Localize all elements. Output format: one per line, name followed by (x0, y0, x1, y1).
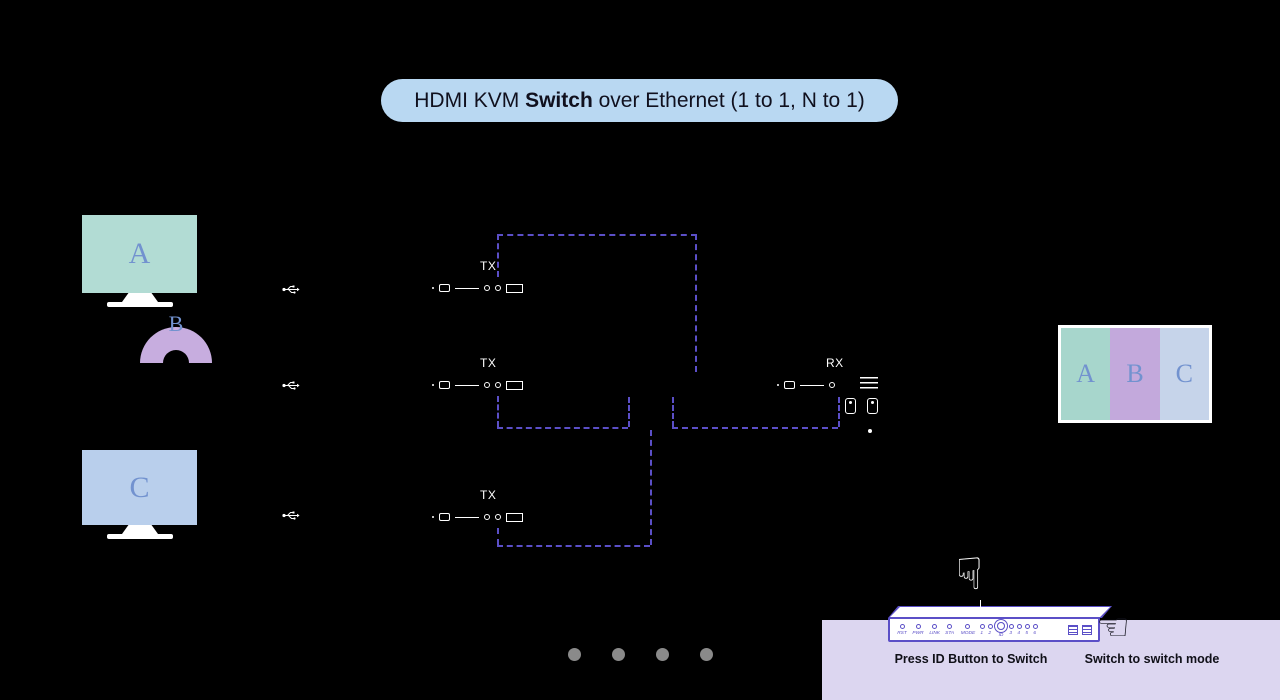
tx2-label: TX (480, 356, 497, 370)
tx-port-details (484, 382, 490, 388)
id-button: ID (996, 621, 1006, 638)
carousel-dot-4[interactable] (700, 648, 713, 661)
switch-front-panel: RST PWR LINK STA MODE 1 2 ID 3 4 5 6 (888, 617, 1100, 642)
rx-port-details (800, 384, 824, 386)
tx-port-details (439, 381, 450, 389)
usb-port-icon (845, 398, 856, 414)
title-text-before: HDMI KVM (414, 89, 526, 112)
tx-port-details (495, 285, 501, 291)
press-hand-icon: ☟ (956, 549, 983, 600)
led-sta: STA (944, 623, 955, 636)
tx3-label: TX (480, 488, 497, 502)
carousel-dot-1[interactable] (568, 648, 581, 661)
switch-top-face-fill (890, 607, 1110, 617)
tx-unit-2 (425, 374, 545, 396)
tx-port-details (455, 384, 479, 386)
tx-port-details (484, 285, 490, 291)
led-link: LINK (928, 623, 941, 636)
cat5e-dashed-cable (650, 430, 652, 545)
tx-port-details (432, 287, 434, 289)
caption-switch-mode: Switch to switch mode (1084, 652, 1220, 666)
dip-switch-icon (1082, 624, 1092, 635)
tx-port-details (455, 516, 479, 518)
tx-port-details (506, 512, 523, 522)
led-1: 1 (979, 623, 985, 636)
tx-port-details (495, 382, 501, 388)
output-b-letter: B (1126, 359, 1144, 388)
monitor-a-stand (122, 293, 158, 302)
source-a-letter: A (128, 237, 151, 270)
source-c-letter: C (129, 470, 150, 504)
rx-port-details (829, 382, 835, 388)
tx-port-details (432, 516, 434, 518)
source-monitor-a: A (82, 215, 197, 293)
point-hand-icon: ☜ (1096, 605, 1131, 649)
tx-port-details (506, 283, 523, 293)
output-band-a: A (1061, 328, 1111, 420)
tx-port-details (439, 284, 450, 292)
cat5e-dashed-cable (497, 528, 499, 545)
vent-grille-icon (860, 377, 878, 392)
rx-label: RX (826, 356, 844, 370)
cat5e-dashed-cable (497, 234, 697, 236)
source-b-letter: B (168, 311, 184, 336)
monitor-a-base (107, 302, 173, 307)
tx-port-details (484, 514, 490, 520)
tx1-label: TX (480, 259, 497, 273)
title-text-bold: Switch (525, 89, 593, 112)
title-text-after: over Ethernet (1 to 1, N to 1) (592, 89, 865, 112)
led-5: 5 (1024, 623, 1030, 636)
carousel-dot-2[interactable] (612, 648, 625, 661)
disc-hole (163, 350, 189, 363)
press-indicator-line (980, 600, 981, 616)
led-6: 6 (1032, 623, 1038, 636)
source-monitor-c: C (82, 450, 197, 525)
rx-port-details (784, 381, 795, 389)
output-band-b: B (1110, 328, 1160, 420)
title-banner: HDMI KVM Switch over Ethernet (1 to 1, N… (381, 79, 898, 122)
cat5e-dashed-cable (695, 234, 697, 372)
cat5e-dashed-cable (838, 397, 840, 427)
cat5e-dashed-cable (497, 234, 499, 277)
led-2: 2 (987, 623, 993, 636)
tx-port-details (432, 384, 434, 386)
usb-port-icon (867, 398, 878, 414)
usb-icon (282, 285, 300, 294)
rx-port-details (777, 384, 779, 386)
output-band-c: C (1159, 328, 1209, 420)
tx-unit-1 (425, 277, 545, 299)
output-monitor: A B C (1058, 325, 1212, 423)
usb-icon (282, 381, 300, 390)
cat5e-dashed-cable (672, 397, 674, 427)
carousel-dot-3[interactable] (656, 648, 669, 661)
led-rst: RST (896, 623, 908, 636)
tx-port-details (495, 514, 501, 520)
cat5e-dashed-cable (497, 427, 628, 429)
cat5e-dashed-cable (497, 396, 499, 427)
tx-port-details (439, 513, 450, 521)
led-mode: MODE (959, 623, 977, 636)
caption-press-id: Press ID Button to Switch (894, 652, 1048, 666)
cat5e-dashed-cable (672, 427, 838, 429)
cat5e-dashed-cable (628, 397, 630, 427)
led-4: 4 (1016, 623, 1022, 636)
usb-icon (282, 511, 300, 520)
dip-switch-group (1068, 624, 1092, 635)
power-led-dot (868, 429, 872, 433)
led-3: 3 (1008, 623, 1014, 636)
tx-port-details (506, 380, 523, 390)
tx-port-details (455, 287, 479, 289)
cat5e-dashed-cable (497, 545, 650, 547)
source-disc-b: B (140, 311, 212, 363)
output-a-letter: A (1076, 359, 1096, 388)
dip-switch-icon (1068, 624, 1078, 635)
led-pwr: PWR (911, 623, 925, 636)
monitor-c-base (107, 534, 173, 539)
tx-unit-3 (425, 506, 545, 528)
monitor-c-stand (122, 525, 158, 534)
output-c-letter: C (1175, 359, 1193, 388)
